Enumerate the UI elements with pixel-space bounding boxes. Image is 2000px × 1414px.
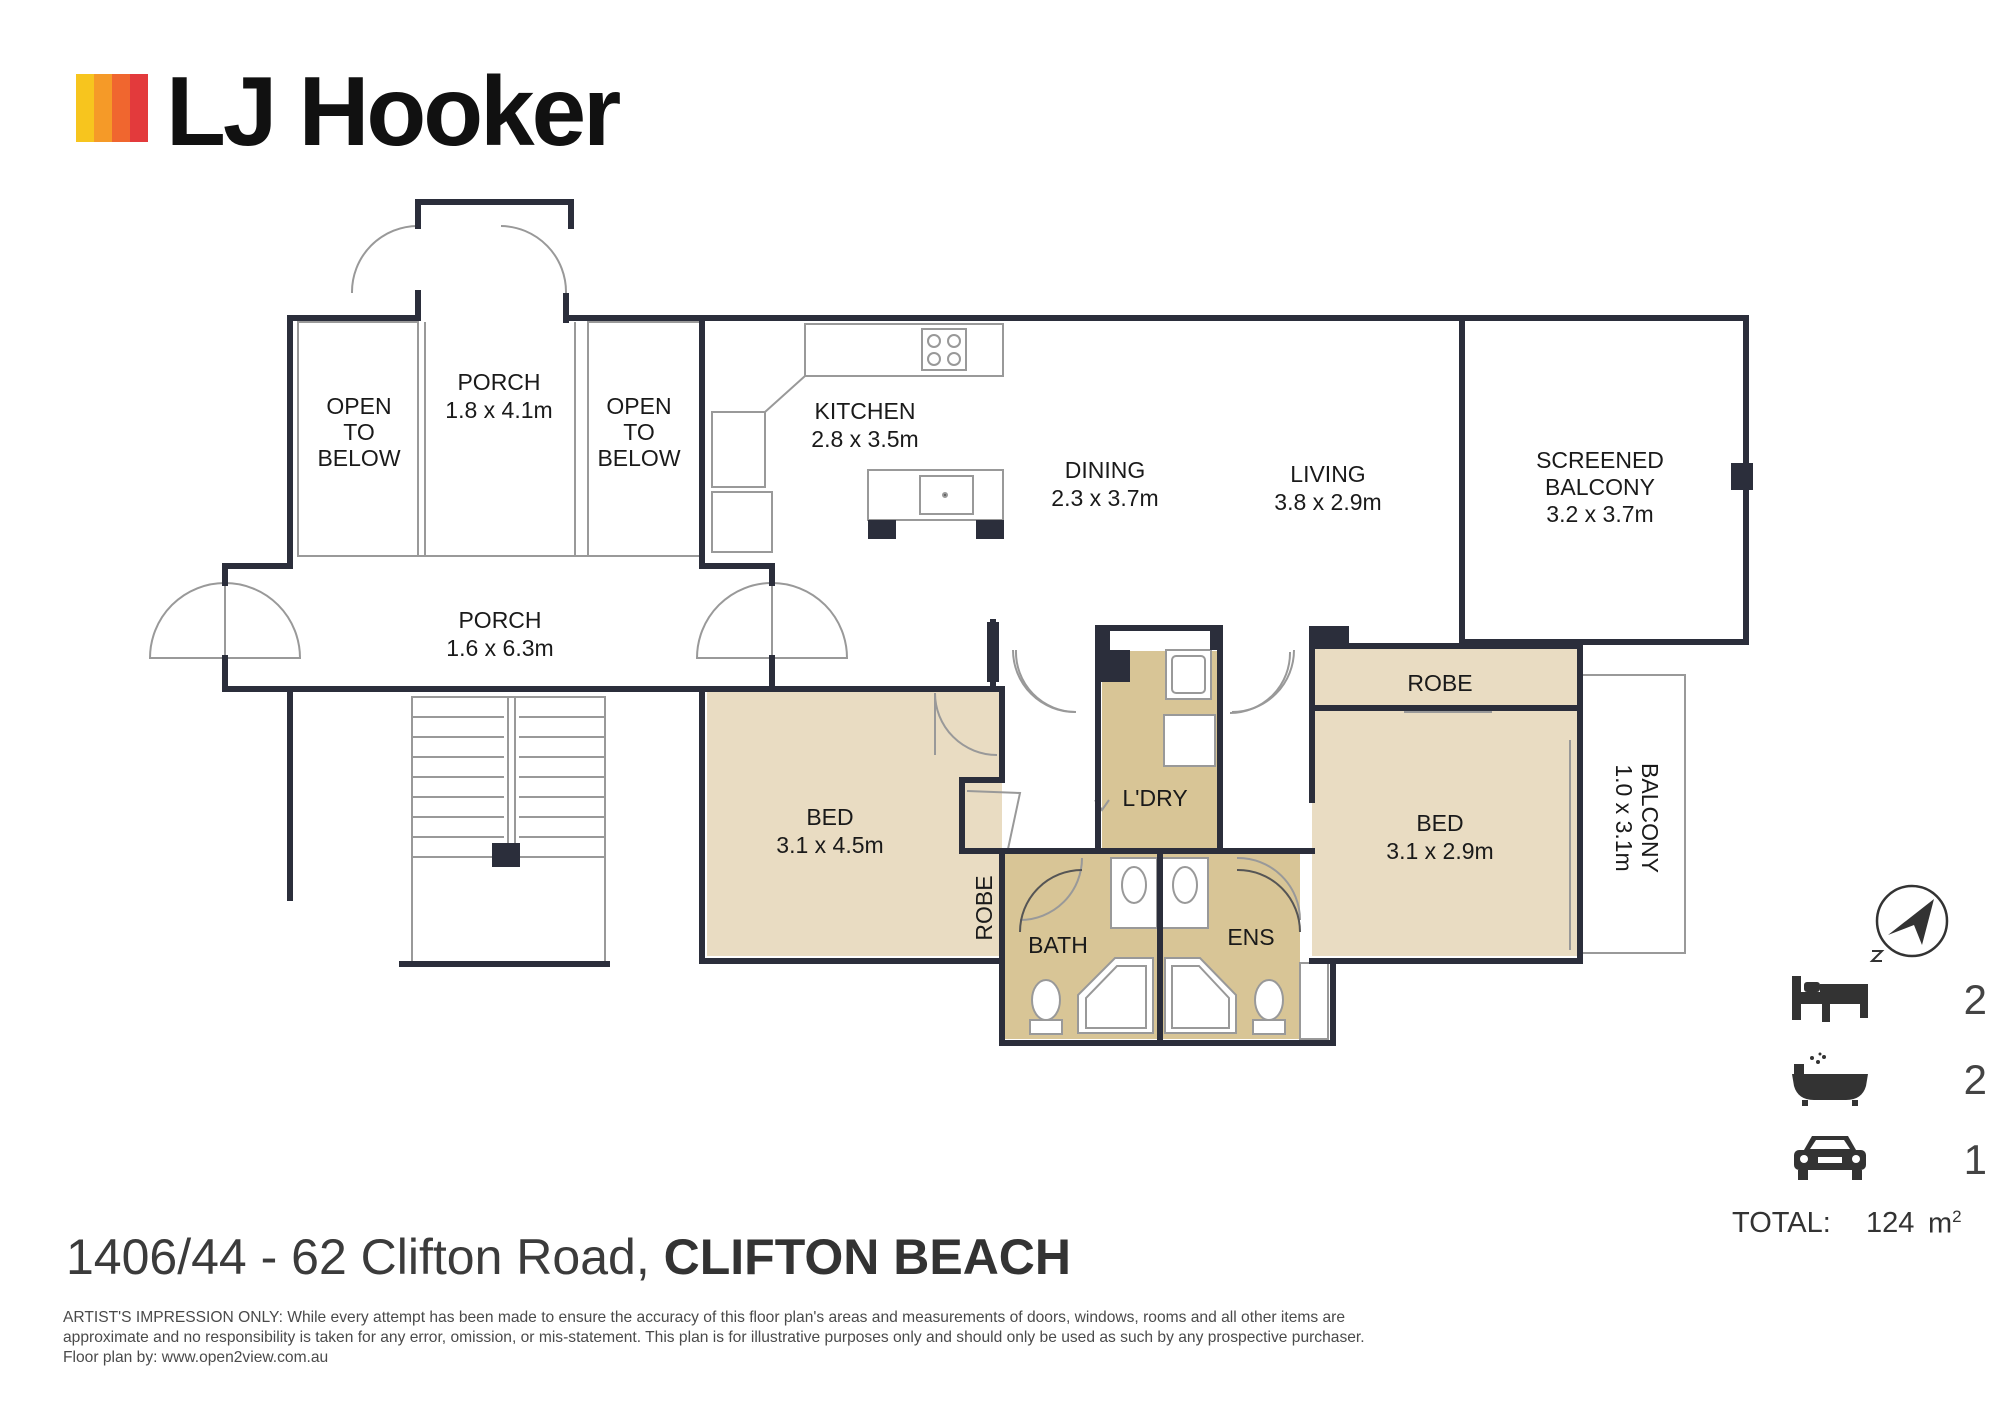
brand-name: LJ Hooker	[166, 56, 621, 166]
room-labels: PORCH 1.8 x 4.1m OPEN TO BELOW OPEN TO B…	[317, 369, 1663, 958]
disclaimer-line-2: approximate and no responsibility is tak…	[63, 1329, 1365, 1346]
living-name: LIVING	[1290, 461, 1365, 487]
open-right-line2: TO	[623, 419, 655, 445]
total-label: TOTAL:	[1732, 1207, 1831, 1239]
robe-main-fill	[1312, 649, 1580, 710]
porch-upper-size: 1.8 x 4.1m	[445, 397, 552, 423]
logo-stripe-2	[94, 74, 112, 142]
bed1-size: 3.1 x 4.5m	[776, 832, 883, 858]
open-left-line2: TO	[343, 419, 375, 445]
open-right-line3: BELOW	[597, 445, 680, 471]
total-value: 124	[1866, 1207, 1915, 1239]
bathrooms-count: 2	[1963, 1056, 1987, 1103]
address-suburb: CLIFTON BEACH	[663, 1229, 1072, 1285]
bed1-name: BED	[806, 804, 853, 830]
robe-small-name: ROBE	[971, 875, 997, 940]
balcony-size: 1.0 x 3.1m	[1611, 764, 1637, 871]
open-left-line3: BELOW	[317, 445, 400, 471]
open-left-line1: OPEN	[326, 393, 391, 419]
bed2-size: 3.1 x 2.9m	[1386, 838, 1493, 864]
disclaimer-line-3: Floor plan by: www.open2view.com.au	[63, 1349, 329, 1366]
brand-logo: LJ Hooker	[76, 62, 621, 168]
wall-posts	[492, 463, 1753, 867]
bed-icon	[1792, 976, 1868, 1022]
robe-small-fill	[963, 851, 1002, 956]
fixtures	[148, 225, 1747, 1040]
compass-icon	[1869, 884, 1949, 962]
parking-feature: 1	[1790, 1132, 1990, 1192]
walls	[222, 199, 1749, 1046]
bed2-name: BED	[1416, 810, 1463, 836]
disclaimer: ARTIST'S IMPRESSION ONLY: While every at…	[63, 1308, 1563, 1368]
total-unit-power: 2	[1952, 1207, 1962, 1226]
porch-lower-name: PORCH	[458, 607, 541, 633]
bedrooms-feature: 2	[1790, 972, 1990, 1032]
bath-name: BATH	[1028, 932, 1088, 958]
dining-name: DINING	[1065, 457, 1146, 483]
bed1-fill	[707, 691, 1002, 956]
ensuite-name: ENS	[1227, 924, 1274, 950]
bathrooms-feature: 2	[1790, 1052, 1990, 1112]
disclaimer-line-1: ARTIST'S IMPRESSION ONLY: While every at…	[63, 1309, 1346, 1326]
laundry-name: L'DRY	[1122, 785, 1187, 811]
logo-stripe-1	[76, 74, 94, 142]
screened-balcony-line2: BALCONY	[1545, 474, 1655, 500]
bed2-fill	[1312, 710, 1580, 956]
robe-main-name: ROBE	[1407, 670, 1472, 696]
logo-stripe-4	[130, 74, 148, 142]
total-unit-base: m	[1928, 1207, 1953, 1240]
kitchen-name: KITCHEN	[815, 398, 916, 424]
parking-count: 1	[1963, 1136, 1987, 1183]
property-address: 1406/44 - 62 Clifton Road, CLIFTON BEACH	[66, 1228, 1071, 1286]
car-icon	[1794, 1136, 1866, 1180]
screened-balcony-line1: SCREENED	[1536, 447, 1664, 473]
bedrooms-count: 2	[1963, 976, 1987, 1023]
porch-lower-size: 1.6 x 6.3m	[446, 635, 553, 661]
living-size: 3.8 x 2.9m	[1274, 489, 1381, 515]
balcony-name: BALCONY	[1637, 763, 1663, 873]
total-unit: m2	[1928, 1207, 1962, 1241]
bathtub-icon	[1792, 1052, 1868, 1106]
open-right-line1: OPEN	[606, 393, 671, 419]
screened-balcony-size: 3.2 x 3.7m	[1546, 501, 1653, 527]
porch-upper-name: PORCH	[457, 369, 540, 395]
kitchen-size: 2.8 x 3.5m	[811, 426, 918, 452]
dining-size: 2.3 x 3.7m	[1051, 485, 1158, 511]
logo-stripe-3	[112, 74, 130, 142]
address-street: 1406/44 - 62 Clifton Road,	[66, 1229, 650, 1285]
